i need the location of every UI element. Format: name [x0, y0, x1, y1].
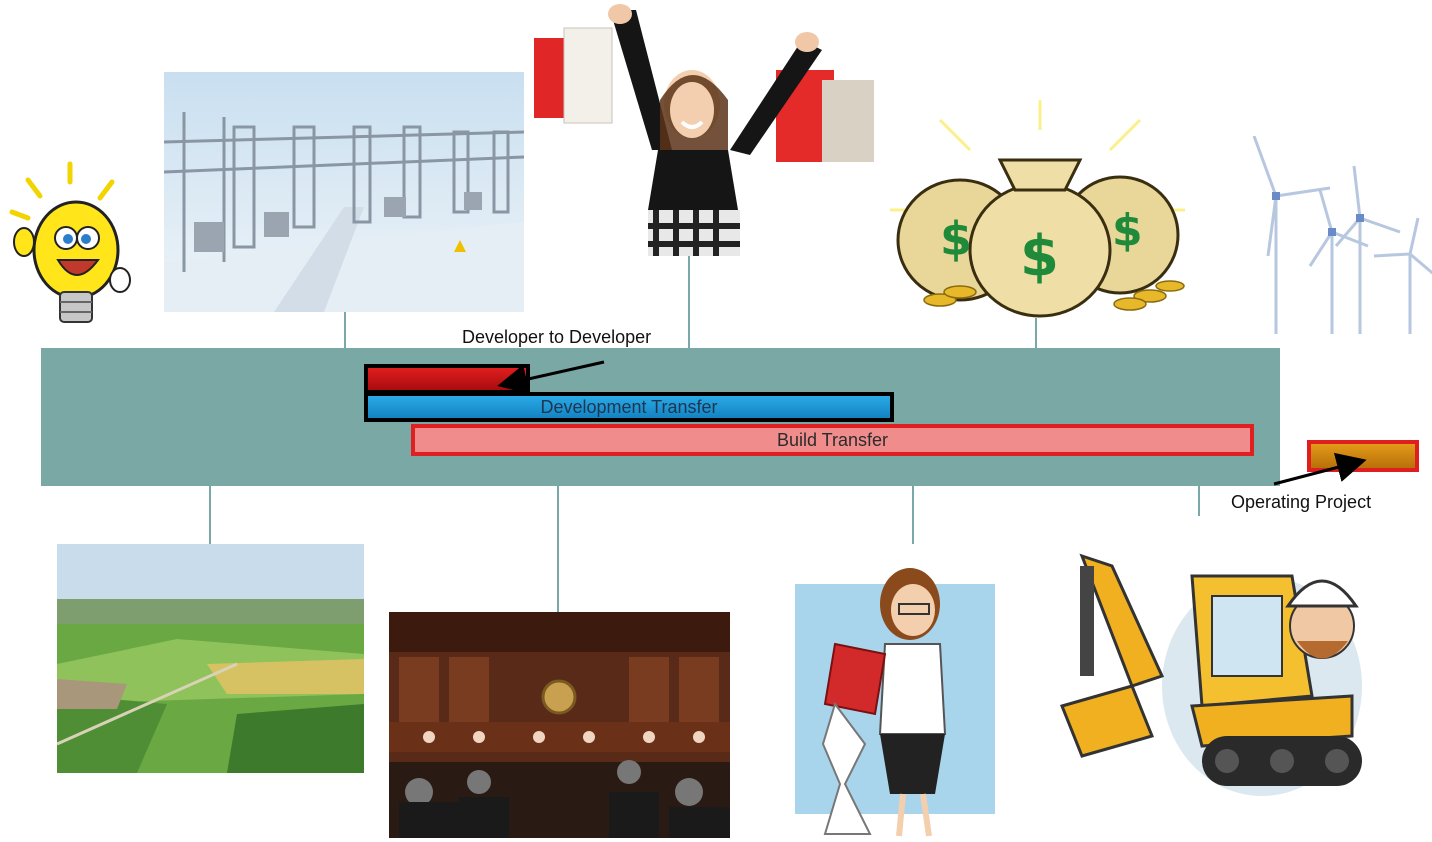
connector-operating [1198, 486, 1200, 516]
developer-to-developer-label: Developer to Developer [462, 327, 652, 347]
lightbulb-idea-image [8, 160, 133, 335]
farmland-aerial-image [57, 544, 364, 773]
wind-turbines-image [1250, 136, 1432, 336]
svg-text:$: $ [1112, 205, 1143, 256]
money-bags-image: $ $ $ [880, 100, 1195, 318]
operating-arrow [1273, 452, 1367, 486]
connector-substation [344, 312, 346, 348]
svg-text:$: $ [1020, 224, 1059, 289]
businesswoman-reading-list-image [795, 544, 1000, 842]
county-commission-meeting-image [389, 612, 730, 838]
svg-text:$: $ [940, 212, 972, 266]
build-transfer-bar: Build Transfer [411, 424, 1254, 456]
excavator-operator-image [1052, 536, 1367, 808]
development-transfer-label: Development Transfer [540, 396, 718, 417]
happy-shopper-image [532, 0, 888, 256]
connector-shopper [688, 256, 690, 348]
connector-farmland [209, 486, 211, 544]
connector-meeting [557, 486, 559, 612]
build-transfer-label: Build Transfer [776, 429, 889, 450]
development-transfer-bar: Development Transfer [364, 392, 894, 422]
connector-businesswoman [912, 486, 914, 544]
developer-arrow [497, 360, 605, 395]
electrical-substation-image [164, 72, 524, 312]
connector-money [1035, 318, 1037, 348]
operating-project-label: Operating Project [1231, 492, 1372, 512]
